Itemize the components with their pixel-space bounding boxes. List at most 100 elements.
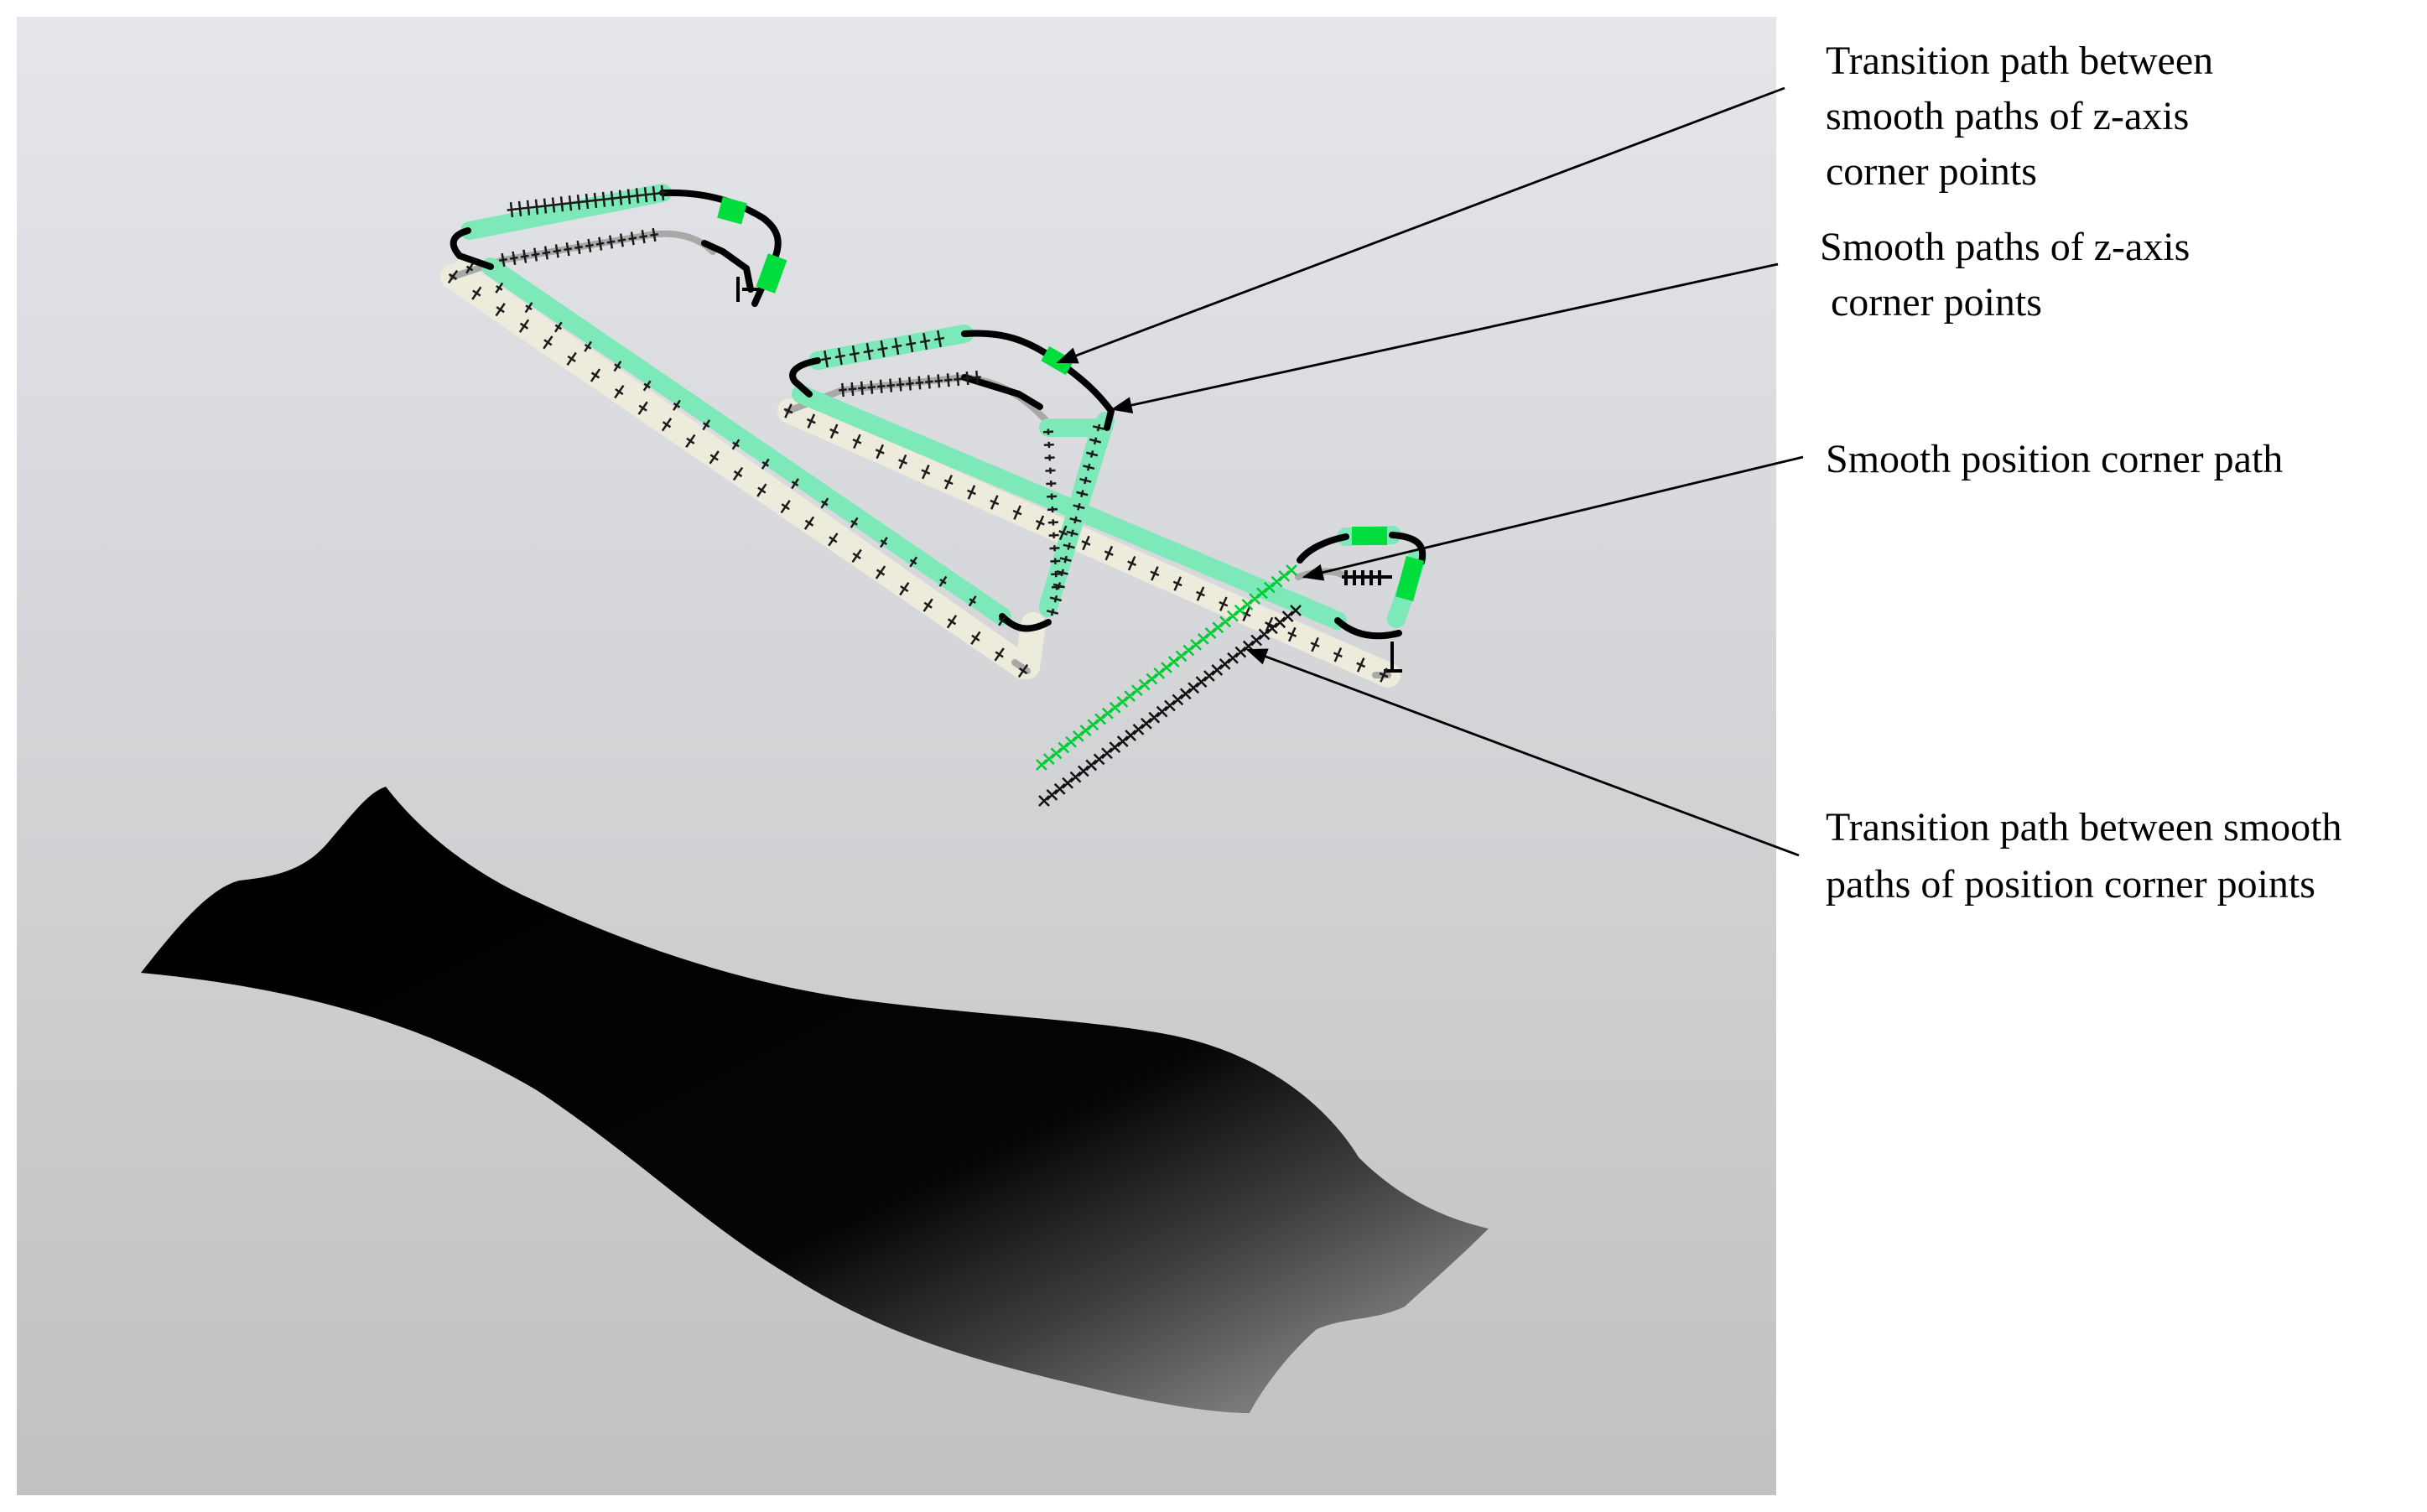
path-tick [857, 381, 866, 395]
path-tick [943, 475, 954, 490]
path-tick [606, 235, 616, 249]
path-tick [820, 350, 832, 368]
transition-cross [1132, 723, 1145, 735]
transition-cross [1175, 650, 1188, 662]
transition-cross [1219, 616, 1232, 628]
transition-cross [1164, 699, 1176, 712]
transition-cross [1087, 719, 1099, 731]
path-tick [614, 384, 625, 399]
transition-cross [1188, 682, 1200, 694]
path-tick [898, 454, 907, 470]
transition-cross [1101, 747, 1113, 760]
path-tick [661, 418, 673, 432]
path-tick [828, 533, 839, 547]
transition-cross [1227, 652, 1239, 664]
path-tick [829, 423, 839, 439]
path-tick [834, 347, 845, 366]
path-tick [616, 190, 626, 205]
transition-cross [1077, 765, 1089, 777]
annotation-smooth-z-line2: corner points [1831, 280, 2042, 325]
path-tick [906, 335, 917, 353]
annotation-smooth-z-line1: Smooth paths of z-axis [1820, 225, 2190, 269]
path-tick [1049, 545, 1060, 552]
z-corner-markers [717, 196, 1425, 601]
transition-cross [1050, 747, 1063, 760]
path-tick [1047, 519, 1058, 526]
path-tick [1048, 532, 1059, 538]
path-tick [543, 335, 553, 350]
path-tick [642, 380, 652, 392]
path-tick [954, 372, 963, 387]
path-tick [507, 201, 517, 218]
path-tick [963, 371, 972, 386]
path-tick [624, 189, 634, 205]
transition-cross [1286, 564, 1297, 576]
path-tick [1287, 626, 1297, 642]
transition-cross [1179, 688, 1192, 700]
path-tick [879, 537, 888, 548]
leader-smooth-z [1110, 262, 1779, 414]
transition-cross [1069, 771, 1082, 783]
annotation-transition-z-line3: corner points [1826, 149, 2037, 194]
annotation-smooth-z: Smooth paths of z-axis corner points [1820, 225, 2190, 325]
transition-cross [1109, 741, 1121, 754]
transition-cross [1079, 725, 1092, 736]
transition-cross [1058, 741, 1070, 754]
path-tick [520, 249, 529, 263]
path-tick [924, 375, 933, 389]
path-tick [1356, 657, 1366, 673]
path-tick [639, 230, 648, 244]
path-tick [607, 190, 617, 206]
path-tick [495, 282, 504, 294]
path-tick [875, 444, 885, 460]
path-tick [1066, 529, 1078, 538]
transition-cross [1278, 569, 1291, 582]
path-tick [1045, 467, 1056, 474]
path-tick [1043, 441, 1054, 449]
transition-cross [1250, 634, 1263, 647]
transition-cross [1085, 759, 1098, 772]
path-tick [590, 368, 601, 382]
path-tick [968, 595, 977, 607]
transition-cross [1093, 753, 1105, 766]
transition-cross [1203, 670, 1215, 682]
transition-cross [1161, 662, 1172, 673]
path-tick [465, 262, 474, 274]
path-tick [649, 186, 659, 202]
path-tick [967, 485, 976, 500]
path-tick [650, 227, 658, 242]
path-tick [875, 565, 886, 579]
path-tick [1069, 516, 1082, 524]
path-tick [1219, 596, 1229, 611]
transition-cross [1042, 753, 1055, 766]
transition-cross [1148, 711, 1161, 724]
transition-path-crosses-black [1038, 605, 1302, 807]
path-tick [1052, 582, 1065, 590]
path-tick [1058, 525, 1068, 541]
path-tick [1089, 437, 1102, 445]
path-tick [574, 240, 583, 255]
transition-cross [1249, 593, 1261, 605]
path-tick [628, 231, 637, 246]
transition-cross [1204, 627, 1217, 639]
annotation-transition-position-line1: Transition path between smooth [1826, 805, 2342, 850]
transition-cross [1072, 730, 1084, 742]
annotation-leaders [1056, 86, 1804, 857]
path-tick [852, 434, 862, 449]
path-tick [582, 193, 592, 210]
path-tick [515, 200, 525, 216]
transition-cross [1258, 628, 1271, 641]
path-tick [685, 434, 696, 448]
path-tick-marks [447, 184, 1389, 683]
path-tick [1059, 555, 1072, 564]
path-tick [617, 233, 626, 247]
transition-cross [1065, 735, 1077, 748]
path-tick [531, 247, 540, 262]
transition-cross [1038, 795, 1050, 807]
path-tick [641, 187, 651, 203]
transition-cross [1195, 676, 1208, 688]
path-tick [994, 647, 1005, 662]
transition-cross [1153, 667, 1166, 679]
path-tick [1092, 423, 1105, 432]
path-tick [1086, 450, 1099, 458]
